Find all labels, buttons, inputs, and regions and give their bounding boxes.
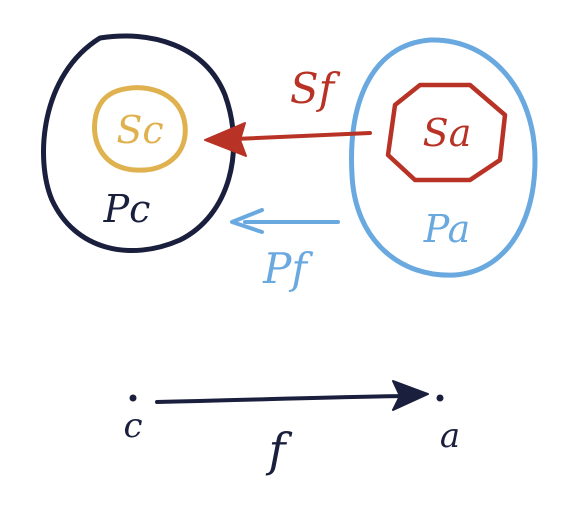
f-arrow-head xyxy=(392,380,429,411)
c-label: c xyxy=(123,406,142,446)
pf-arrow-head xyxy=(230,208,264,234)
f-arrow-line xyxy=(155,394,407,404)
pf-label: Pf xyxy=(262,244,313,293)
sc-label: Sc xyxy=(116,108,163,152)
pc-outer-circle xyxy=(41,33,237,254)
a-label: a xyxy=(440,416,460,456)
sf-label: Sf xyxy=(290,64,341,113)
sf-arrow-line xyxy=(233,131,372,141)
f-label: f xyxy=(265,423,292,477)
pa-outer-circle xyxy=(349,37,538,278)
sa-label: Sa xyxy=(423,111,472,155)
pa-label: Pa xyxy=(423,207,471,251)
sc-inner-circle xyxy=(92,85,188,173)
sa-inner-shape xyxy=(385,82,508,183)
point-c xyxy=(129,394,137,402)
pc-label: Pc xyxy=(103,187,151,231)
sf-arrow-head xyxy=(204,122,247,157)
point-a xyxy=(436,394,444,402)
